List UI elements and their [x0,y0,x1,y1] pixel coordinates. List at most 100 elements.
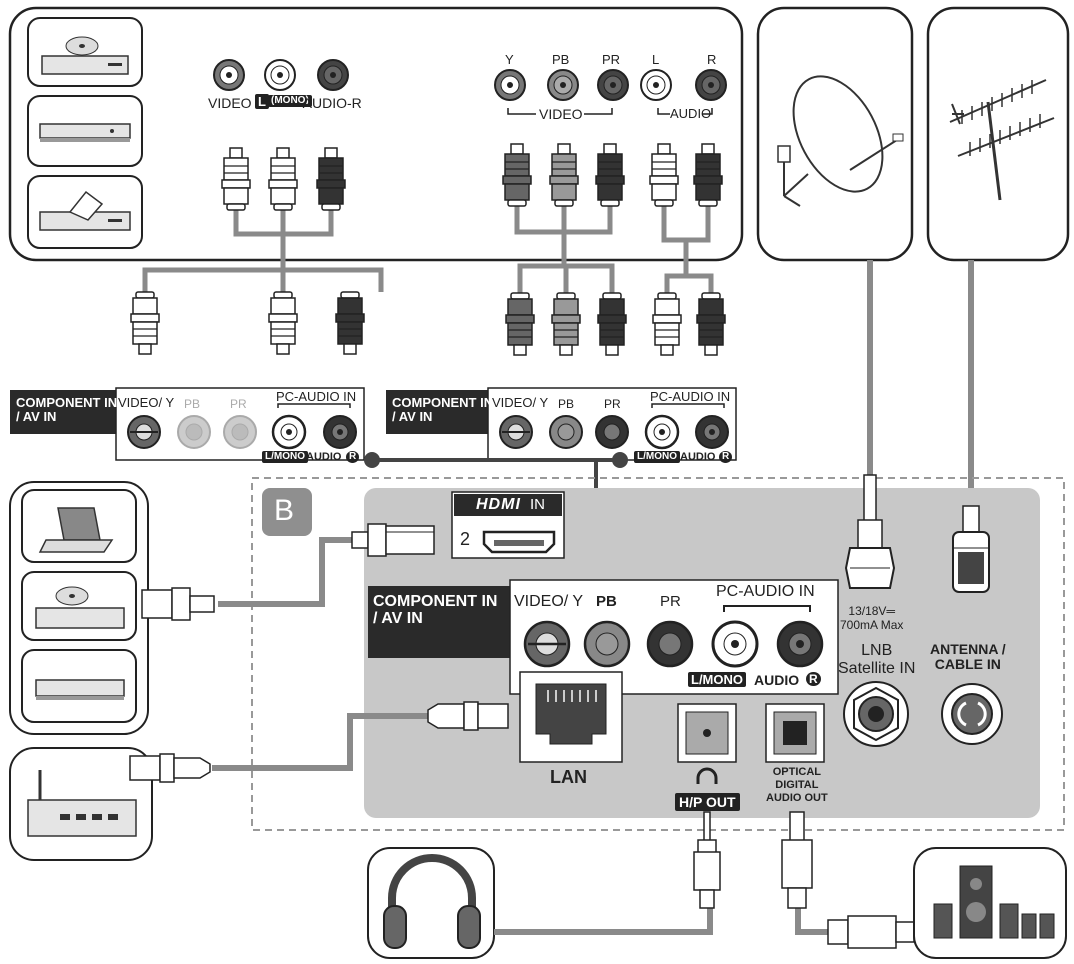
optical-port[interactable] [765,703,825,763]
left-panel-video-y-label: VIDEO/ Y [118,395,175,410]
antenna-cable-port[interactable] [941,683,1003,745]
comp-audio-r-label: R [707,52,717,67]
comp-pb-label: PB [552,52,570,67]
comp-pr-label: PR [602,52,621,67]
left-panel-audio-l-jack[interactable] [271,414,307,450]
wifi-router-icon [9,747,153,861]
dvd-player-icon [27,17,143,87]
comp-y-label: Y [505,52,514,67]
mid-panel-pc-audio-label: PC-AUDIO IN [650,389,731,404]
comp-y-jack[interactable] [494,69,526,101]
antenna-label: ANTENNA / CABLE IN [930,641,1006,673]
mid-panel-audio-label: AUDIO [680,451,716,463]
antenna-cable-connector [952,505,990,593]
comp-audio-l-jack[interactable] [640,69,672,101]
hdmi-logo: HDMI [476,496,521,513]
section-badge: B [274,494,295,527]
left-panel-audio-r-jack[interactable] [323,415,357,449]
av-audio-r-jack[interactable] [317,59,349,91]
mid-panel-pb-label: PB [558,397,575,411]
mid-panel-title: COMPONENT IN / AV IN [392,395,494,424]
hp-out-label: H/P OUT [675,793,740,811]
left-panel-r-badge: R [346,451,360,463]
main-panel-audio-l-jack[interactable] [711,620,759,668]
mid-panel-video-jack[interactable] [499,415,533,449]
mid-panel-video-y-label: VIDEO/ Y [492,395,549,410]
mid-panel-pr-jack[interactable] [595,415,629,449]
main-panel-pr-label: PR [660,593,681,610]
lan-port[interactable] [519,671,623,763]
main-panel-audio-label: AUDIO [754,672,800,688]
av-audio-l-jack[interactable] [264,59,296,91]
av-l-label: L [255,94,269,109]
main-panel-title: COMPONENT IN / AV IN [373,593,498,627]
laptop-icon [21,489,137,563]
optical-plug [781,811,813,909]
hdmi-cable-plug-tv [351,523,435,557]
left-panel-pr-label: PR [230,397,247,411]
av-video-label: VIDEO [208,95,252,111]
tv-connection-frame [251,477,1065,831]
hdmi-in-label: IN [530,496,545,513]
lan-cable-plug-tv [427,701,509,731]
tv-antenna-icon [926,6,1070,262]
set-top-box-icon [21,649,137,723]
left-panel-pc-audio-label: PC-AUDIO IN [276,389,357,404]
left-panel-pr-jack[interactable] [223,415,257,449]
main-panel-lmono-label: L/MONO [688,672,746,687]
left-panel-lmono-label: L/MONO [262,451,308,463]
av-mono-label: (MONO) [268,95,312,107]
mid-panel-r-badge: R [719,451,733,463]
mid-panel-audio-l-jack[interactable] [644,414,680,450]
main-panel-pr-jack[interactable] [646,620,694,668]
headphone-port[interactable] [677,703,737,784]
left-panel-pb-jack[interactable] [177,415,211,449]
comp-audio-r-jack[interactable] [695,69,727,101]
hdmi-2-port[interactable] [451,491,565,559]
mid-panel-audio-r-jack[interactable] [695,415,729,449]
comp-video-group-label: VIDEO [539,106,583,122]
optical-label: OPTICAL DIGITAL AUDIO OUT [766,766,828,805]
lnb-satellite-port[interactable] [843,681,909,747]
main-panel-video-y-label: VIDEO/ Y [514,593,584,610]
av-audio-r-label: -AUDIO-R [298,95,362,111]
mid-panel-pb-jack[interactable] [549,415,583,449]
headphone-plug [693,811,721,909]
mid-panel-lmono-label: L/MONO [634,451,680,463]
section-badge-bg [262,488,312,536]
blu-ray-player-icon [27,95,143,167]
lan-cable-plug-router [129,753,211,783]
comp-pr-jack[interactable] [597,69,629,101]
lnb-cable-connector [844,474,896,589]
component-panel-middle [386,387,737,461]
lnb-spec-label: 13/18V═ 700mA Max [840,604,904,633]
av-video-jack[interactable] [213,59,245,91]
optical-plug-speaker [827,915,915,949]
main-panel-video-jack[interactable] [523,620,571,668]
component-panel-main [368,579,839,695]
main-panel-r-badge: R [806,672,821,686]
comp-audio-group-label: AUDIO [670,106,712,121]
home-theater-speakers-icon [913,847,1067,959]
satellite-dish-icon [756,6,914,262]
comp-pb-jack[interactable] [547,69,579,101]
lan-label: LAN [550,767,587,787]
left-panel-audio-label: AUDIO [306,451,342,463]
lnb-label: LNB Satellite IN [838,642,916,677]
comp-audio-l-label: L [652,52,660,67]
component-panel-left [10,387,365,461]
hdmi-port-number: 2 [460,529,471,549]
left-panel-title: COMPONENT IN / AV IN [16,395,118,424]
dvd-player-icon [21,571,137,641]
main-panel-pb-jack[interactable] [583,620,631,668]
main-panel-audio-r-jack[interactable] [776,620,824,668]
headphones-icon [367,847,495,959]
set-top-box-icon [27,175,143,249]
main-panel-pc-audio-label: PC-AUDIO IN [716,583,815,600]
left-panel-pb-label: PB [184,397,201,411]
hdmi-cable-plug-device [141,587,215,621]
mid-panel-pr-label: PR [604,397,621,411]
main-panel-pb-label: PB [596,593,617,610]
left-panel-video-jack[interactable] [127,415,161,449]
